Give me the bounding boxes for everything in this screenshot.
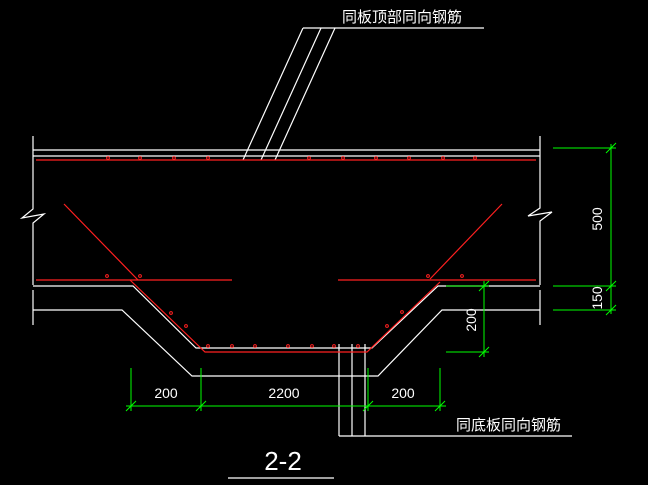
top-rebar-note: 同板顶部同向钢筋 — [342, 8, 462, 26]
dim-tick-right — [434, 400, 446, 412]
dim-tick-mid — [605, 280, 617, 292]
concrete-outline — [19, 27, 572, 479]
left-diagonal-rebar — [63, 203, 139, 281]
dim-label-2200: 2200 — [268, 385, 299, 401]
dim-label-500: 500 — [589, 207, 605, 231]
section-title: 2-2 — [264, 446, 302, 476]
dim-tick-pit-right — [362, 400, 374, 412]
pit-outer-outline — [33, 309, 540, 377]
dim-tick-left — [125, 400, 137, 412]
dim-label-left-200: 200 — [154, 385, 178, 401]
dim-label-pit-200: 200 — [463, 308, 479, 332]
right-diagonal-rebar — [429, 203, 503, 280]
top-leader-line-3 — [274, 27, 336, 161]
dim-tick-bottom — [605, 304, 617, 316]
rebar-dots — [105, 156, 477, 348]
dim-tick-pit-left — [195, 400, 207, 412]
pit-depth-tick-top — [478, 280, 490, 292]
top-leader-line-1 — [242, 27, 304, 161]
top-leader-line-2 — [260, 27, 322, 161]
dimension-lines — [125, 142, 617, 412]
dim-tick-top — [605, 142, 617, 154]
bottom-rebar-note: 同底板同向钢筋 — [456, 416, 561, 434]
rebar-group — [36, 159, 536, 353]
dim-label-150: 150 — [589, 286, 605, 310]
left-break-line — [19, 136, 47, 285]
pit-rebar — [129, 279, 441, 353]
right-break-line — [527, 136, 553, 285]
pit-depth-tick-bottom — [478, 346, 490, 358]
dim-label-right-200: 200 — [391, 385, 415, 401]
